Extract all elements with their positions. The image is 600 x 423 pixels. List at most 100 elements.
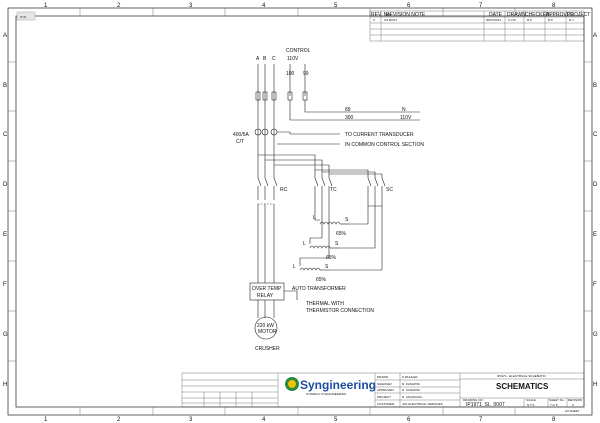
crusher-label: CRUSHER [255,346,280,352]
sheet-label: SHEET No: [549,398,565,402]
rev-header: CHECKED [525,12,550,18]
scale-label: SCALE: [526,398,537,402]
thermal-line2: THERMISTOR CONNECTION [306,308,374,314]
rev-cell: AS BUILT [384,18,397,22]
phase-label-c: C [272,56,276,62]
wire-n-label: N [402,107,406,113]
rev-cell: 0 [373,18,375,22]
row-label: F [3,282,7,288]
to-current-transducer: TO CURRENT TRANSDUCER [345,132,414,138]
row-label: H [593,382,597,388]
row-label: G [3,332,8,338]
tap-s-2: S [335,241,339,247]
phase-lines [257,64,306,178]
control-title: CONTROL [286,48,311,54]
checked-value: R. KANAPINI [402,382,420,386]
control-voltage: 110V [287,56,299,62]
tc-label: TC [330,187,337,193]
over-temp-relay-box [249,282,285,301]
col-label: 5 [334,417,338,423]
header-small: IP1971 - ELECTRICAL SCHEMATIC [497,374,547,378]
rev-header: REV. No [371,12,390,18]
control-wire-99: 99 [303,71,309,77]
col-label: 7 [479,417,483,423]
column-labels-top: 1 2 3 4 5 6 7 8 [44,3,556,9]
control-wires [289,100,420,121]
motor-kw: 220 kW [257,323,274,329]
wire-300-label: 300 [345,115,354,121]
col-label: 5 [334,3,338,9]
rev-cell: R.K [548,18,553,22]
rev-cell: 30/07/2014 [486,18,501,22]
phase-label-b: B [263,56,267,62]
col-label: 1 [44,417,48,423]
auto-transformer-label: AUTO TRANSFORMER [292,286,346,292]
sheet-value: 7 of 8 [550,403,558,407]
ct-label: C/T [236,139,244,145]
rev-cell: S.J.M [508,18,516,22]
relay-line2: RELAY [257,293,274,299]
terminal-marks [255,91,308,101]
tap-s-3: S [325,264,329,270]
stamp-box [16,11,36,21]
outer-border [7,7,593,416]
checked-label: CHECKED [377,382,393,386]
contactor-bus [258,154,383,178]
row-labels-left: A B C D E F G H [3,33,8,388]
company-logo-inner [288,380,296,388]
row-label: C [593,132,598,138]
col-label: 2 [117,3,121,9]
title-block: Syngineering SYNERGY IN ENGINEERING DRAW… [181,372,585,413]
col-label: 3 [189,417,193,423]
row-label: C [3,132,8,138]
drawn-label: DRAWN [377,375,388,379]
corner-code: A3 SHEET [565,409,580,413]
customer-label: CUSTOMER [377,402,395,406]
project-label: PROJECT [377,395,391,399]
company-name: Syngineering [300,378,376,392]
tap-s-1: S [345,217,349,223]
row-ticks [8,61,592,362]
inner-border [15,15,585,408]
row-label: A [593,33,597,39]
thermal-line1: THERMAL WITH [306,301,344,307]
rev-cell: R.K [527,18,532,22]
rev-cell: R.J [569,18,574,22]
contactor-tc [314,177,333,200]
approved-value: R. KANAPINI [402,388,420,392]
auto-transformer [299,200,383,271]
tap-l-3: L [293,264,296,270]
revision-value: 0 [572,403,574,407]
rev-header: DRAWN [507,12,526,18]
tap-l-1: L [313,215,316,221]
motor-circle [254,316,278,340]
motor-feed [257,204,275,318]
thermal-leader [284,290,298,300]
tap-pct-2: 65% [326,255,337,261]
schematic: A B C CONTROL 110V 100 99 89 N 300 110V [233,48,424,352]
col-label: 3 [189,3,193,9]
ct-rating: 400/5A [233,132,250,138]
sc-label: SC [386,187,393,193]
contactor-rc [257,177,278,205]
row-label: D [593,182,598,188]
col-label: 2 [117,417,121,423]
drawing-no-label: DRAWING NO: [463,398,484,402]
customer-value: JAX ELECTRICAL SERVICES [402,402,443,406]
col-label: 8 [552,3,556,9]
col-label: 6 [407,417,411,423]
column-labels-bottom: 1 2 3 4 5 6 7 8 [44,417,556,423]
row-label: E [593,232,597,238]
row-label: H [3,382,7,388]
drawing-no: IP1971_SL_0007 [466,402,505,408]
row-labels-right: A B C D E F G H [593,33,598,388]
rev-header: DATE [489,12,503,18]
row-label: G [593,332,598,338]
tap-l-2: L [303,241,306,247]
wire-89-label: 89 [345,107,351,113]
approved-label: APPROVED [377,388,395,392]
stamp-mark: SYN [20,15,26,19]
col-label: 7 [479,3,483,9]
row-label: E [3,232,7,238]
to-common-control: IN COMMON CONTROL SECTION [345,142,424,148]
